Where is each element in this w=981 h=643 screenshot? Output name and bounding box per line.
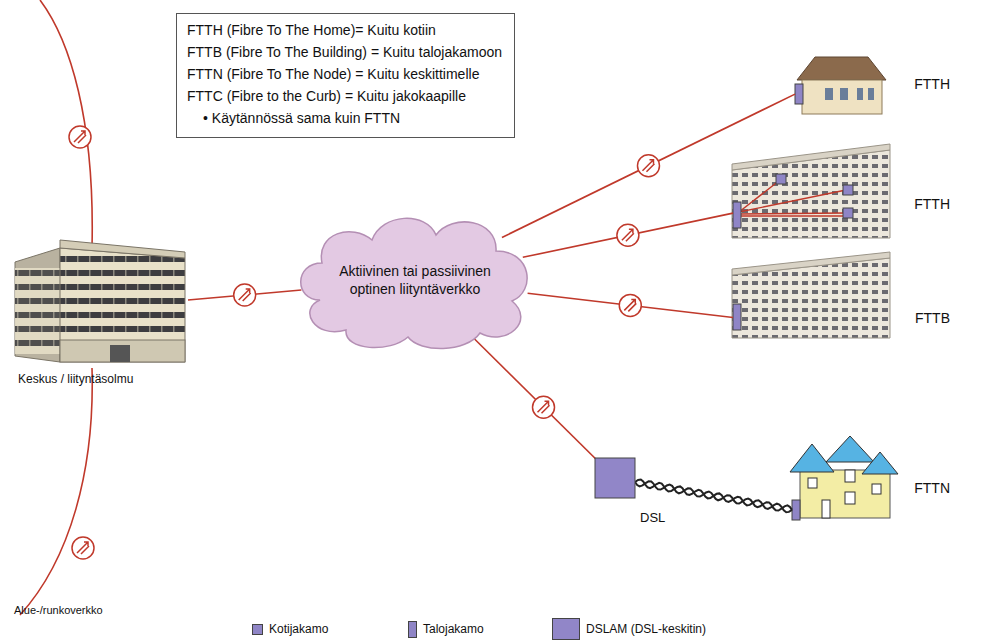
- fibre-symbol: [617, 224, 639, 246]
- dslam-box: [595, 458, 635, 498]
- node-label: FTTH: [914, 196, 950, 212]
- fibre-arrow: [239, 289, 251, 301]
- definition-line: FTTB (Fibre To The Building) = Kuitu tal…: [187, 41, 502, 63]
- legend-text: DSLAM (DSL-keskitin): [586, 622, 706, 636]
- access-network-cloud: Aktiivinen tai passiivinen optinen liity…: [290, 205, 540, 355]
- definition-line: FTTC (Fibre to the Curb) = Kuitu jakokaa…: [187, 85, 502, 107]
- fibre-line: [523, 213, 733, 257]
- fibre-symbol: [234, 284, 256, 306]
- legend-text: Kotijakamo: [269, 622, 328, 636]
- legend-item: Talojakamo: [408, 617, 484, 641]
- cloud-shape: [290, 205, 540, 355]
- legend-swatch: [552, 618, 580, 640]
- fibre-symbol: [619, 294, 641, 316]
- fibre-ring: [234, 284, 256, 306]
- central-office: Keskus / liityntäsolmu: [10, 232, 188, 392]
- fibre-arrow: [622, 229, 634, 241]
- apartment-fttb: FTTB: [733, 250, 950, 340]
- cloud-outline: [301, 218, 527, 348]
- legend-swatch: [252, 624, 263, 635]
- fibre-connector: [528, 293, 733, 317]
- node-label: FTTB: [915, 310, 950, 326]
- fibre-line: [502, 94, 795, 237]
- free-label: DSL: [640, 510, 665, 525]
- node-label: FTTH: [914, 76, 950, 92]
- house-ftth: FTTH: [795, 50, 950, 120]
- node-label: FTTN: [914, 480, 950, 496]
- legend-item: DSLAM (DSL-keskitin): [552, 617, 706, 641]
- fibre-ring: [533, 396, 555, 418]
- definition-box: FTTH (Fibre To The Home)= Kuitu kotiinFT…: [176, 13, 515, 138]
- houses-fttn: FTTN: [792, 436, 950, 526]
- fibre-symbol: [533, 396, 555, 418]
- fibre-ring: [617, 224, 639, 246]
- apartment-ftth: FTTH: [733, 144, 950, 240]
- fibre-ring: [637, 155, 659, 177]
- fibre-connector: [523, 213, 733, 257]
- fibre-connector: [188, 284, 301, 306]
- fibre-arrow: [538, 401, 550, 413]
- twisted-pair: [635, 480, 792, 513]
- legend-swatch: [408, 621, 417, 638]
- fibre-arrow: [624, 299, 636, 311]
- fibre-connector: [502, 94, 795, 237]
- definition-line: • Käytännössä sama kuin FTTN: [187, 107, 502, 129]
- free-label: Alue-/runkoverkko: [14, 604, 103, 616]
- legend-item: Kotijakamo: [252, 617, 328, 641]
- fibre-line: [472, 336, 615, 478]
- definition-line: FTTN (Fibre To The Node) = Kuitu keskitt…: [187, 63, 502, 85]
- fibre-arrow: [642, 160, 654, 172]
- fibre-line: [528, 293, 733, 317]
- definition-line: FTTH (Fibre To The Home)= Kuitu kotiin: [187, 19, 502, 41]
- cloud-text: Aktiivinen tai passiivinen optinen liity…: [335, 262, 495, 298]
- node-label: Keskus / liityntäsolmu: [18, 372, 133, 386]
- fibre-ring: [619, 294, 641, 316]
- legend-text: Talojakamo: [423, 622, 484, 636]
- fibre-connector: [472, 336, 792, 512]
- fibre-symbol: [637, 155, 659, 177]
